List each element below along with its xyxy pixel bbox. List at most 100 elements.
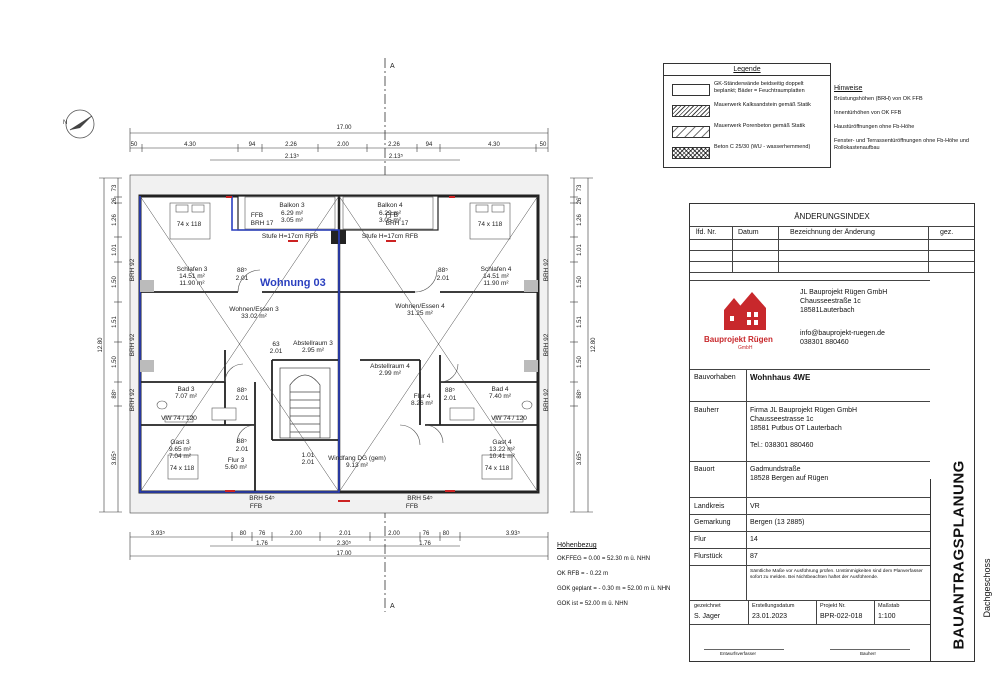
index-col-gez: gez.	[940, 229, 954, 236]
legend-item: Mauerwerk Porenbeton gemäß Statik	[664, 122, 830, 142]
plan-label: 2.01	[302, 459, 315, 466]
label-flurstueck: Flurstück	[694, 553, 723, 560]
plan-label: Abstellraum 4	[370, 363, 410, 370]
hinweise-title: Hinweise	[834, 85, 863, 92]
plan-label: 4.30	[184, 142, 196, 148]
floor-plan: N A A 17.00 50 4.30 94 2.26 2.00 2.26 94…	[63, 58, 597, 612]
plan-label: 1.76	[419, 541, 431, 547]
plan-label: Schlafen 3	[177, 266, 208, 273]
value-landkreis: VR	[750, 503, 760, 510]
plan-label: 2.00	[290, 531, 302, 537]
label-gezeichnet: gezeichnet	[694, 603, 721, 609]
plan-label: 7.07 m²	[175, 393, 198, 400]
company-city: 18581Lauterbach	[800, 307, 855, 314]
company-logo-icon	[724, 292, 766, 330]
plan-label: BRH 92	[543, 258, 550, 281]
plan-label: Windfang DG (gem)	[328, 455, 386, 462]
plan-label: 2.00	[388, 531, 400, 537]
plan-label: BRH 17	[386, 220, 409, 227]
plan-label: 50	[131, 142, 138, 148]
plan-label: 4.30	[488, 142, 500, 148]
plan-label: 14.51 m²	[179, 273, 205, 280]
value-datum: 23.01.2023	[752, 613, 788, 620]
plan-label: 3.93⁵	[506, 530, 521, 537]
plan-label: FFB	[251, 212, 263, 219]
value-flurstueck: 87	[750, 553, 758, 560]
hinweis-item: Brüstungshöhen (BRH) von OK FFB	[834, 96, 923, 102]
index-col-datum: Datum	[738, 229, 759, 236]
plan-label: 50	[540, 142, 547, 148]
legend-item: Beton C 25/30 (WU - wasserhemmend)	[664, 143, 830, 163]
plan-label: 33.02 m²	[241, 313, 267, 320]
value-bauherr: 18581 Putbus OT Lauterbach	[750, 425, 842, 432]
plan-label: 80	[240, 531, 247, 537]
plan-label: VW 74 / 120	[161, 415, 197, 422]
plan-label: Gast 4	[492, 439, 512, 446]
value-bauherr-tel: Tel.: 038301 880460	[750, 442, 814, 449]
plan-label: BRH 92	[543, 388, 550, 411]
plan-label: Flur 4	[414, 393, 431, 400]
plan-label: FFB	[406, 503, 418, 510]
hoehenbezug-title: Höhenbezug	[557, 542, 597, 549]
title-block: ÄNDERUNGSINDEX lfd. Nr. Datum Bezeichnun…	[689, 203, 992, 662]
plan-label: 74 x 118	[170, 465, 195, 472]
plan-label: 1.51	[577, 316, 583, 328]
plan-label: 2.13⁵	[285, 153, 300, 160]
plan-label: 88⁵	[237, 438, 247, 445]
plan-label: 1.26	[577, 214, 583, 226]
label-flur: Flur	[694, 536, 707, 543]
plan-label: 63	[272, 341, 280, 348]
legend-item: Mauerwerk Kalksandstein gemäß Statik	[664, 101, 830, 121]
plan-label: Balkon 3	[279, 202, 305, 209]
value-massstab: 1:100	[878, 613, 896, 620]
plan-label: 94	[249, 142, 256, 148]
change-index-title: ÄNDERUNGSINDEX	[794, 212, 870, 221]
plan-label: Balkon 4	[377, 202, 403, 209]
plan-label: 26	[577, 197, 583, 204]
plan-label: 1.50	[112, 276, 118, 288]
plan-label: 2.01	[236, 395, 249, 402]
label-projnr: Projekt Nr.	[820, 603, 846, 609]
hinweise-notes: Hinweise Brüstungshöhen (BRH) von OK FFB…	[834, 85, 984, 159]
plan-label: BRH 17	[251, 220, 274, 227]
plan-label: 74 x 118	[485, 465, 510, 472]
plan-label: 88⁵	[445, 387, 455, 394]
label-gemarkung: Gemarkung	[694, 519, 731, 526]
plan-label: 80	[443, 531, 450, 537]
plan-label: 3.65⁵	[111, 450, 118, 465]
plan-label: BRH 92	[543, 333, 550, 356]
plan-label: A	[390, 63, 395, 70]
plan-label: 88⁵	[438, 267, 448, 274]
disclaimer-note: Sämtliche Maße vor Ausführung prüfen. Un…	[750, 569, 923, 580]
plan-label: A	[390, 603, 395, 610]
legend-swatch-porenbeton	[672, 126, 710, 138]
plan-label: Abstellraum 3	[293, 340, 333, 347]
plan-label: 2.95 m²	[302, 347, 325, 354]
plan-label: 88⁵	[237, 387, 247, 394]
plan-label: Bad 3	[178, 386, 195, 393]
plan-label: 76	[259, 531, 266, 537]
plan-label: 12.80	[591, 337, 597, 353]
north-arrow-icon: N	[63, 109, 95, 139]
plan-label: 1.26	[112, 214, 118, 226]
label-entwurfsverfasser: Entwurfsverfasser	[720, 651, 757, 656]
plan-label: Gast 3	[170, 439, 190, 446]
plan-label: 2.01	[270, 348, 283, 355]
plan-label: 73	[112, 184, 118, 191]
plan-label: 2.01	[339, 531, 351, 537]
legend-swatch-plain	[672, 84, 710, 96]
plan-label: 3.93⁵	[151, 530, 166, 537]
plan-label: BRH 92	[129, 333, 136, 356]
plan-label: 2.00	[337, 142, 349, 148]
plan-label: 74 x 118	[177, 221, 202, 228]
plan-label: 88⁵	[111, 389, 118, 399]
plan-label: 31.25 m²	[407, 310, 433, 317]
plan-label: 2.99 m²	[379, 370, 402, 377]
label-bauort: Bauort	[694, 466, 715, 473]
plan-label: Wohnen/Essen 3	[229, 306, 279, 313]
plan-label: Flur 3	[228, 457, 245, 464]
logo-sub: GmbH	[738, 345, 753, 351]
plan-label: Stufe H=17cm RFB	[262, 233, 318, 240]
hoehenbezug: Höhenbezug OKFFEG = 0.00 = 52.30 m ü. NH…	[557, 540, 670, 612]
plan-label: 13.22 m²	[489, 446, 515, 453]
